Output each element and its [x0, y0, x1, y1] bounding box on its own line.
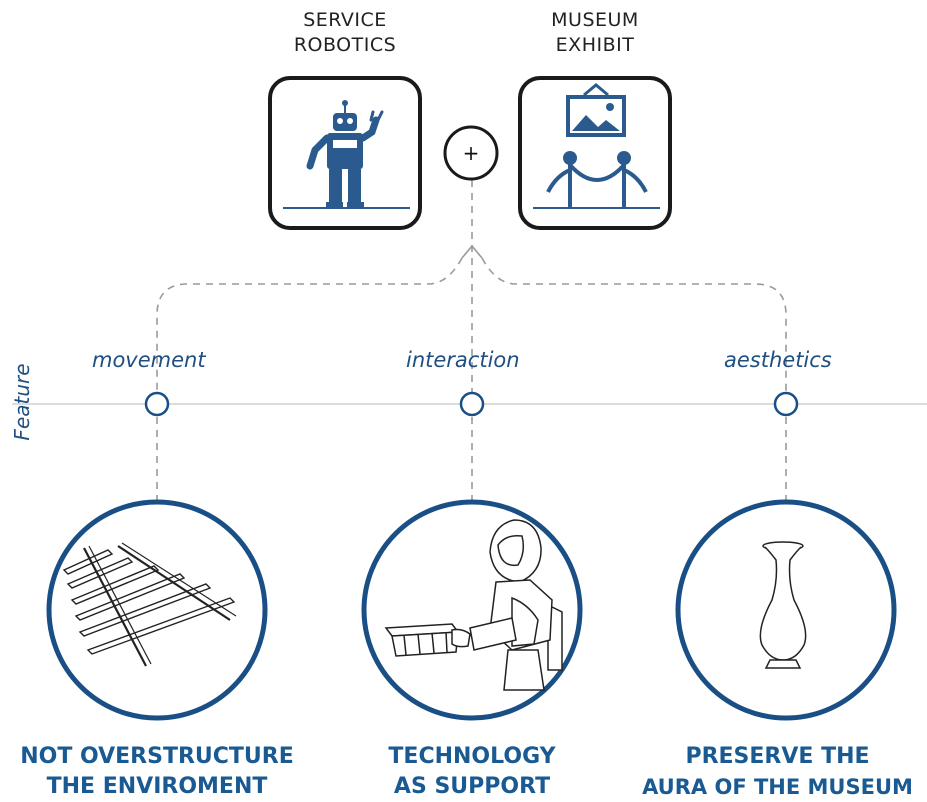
museum-exhibit-label-line2: EXHIBIT [555, 34, 635, 56]
museum-exhibit-box [518, 76, 672, 230]
service-robotics-label-line1: SERVICE [303, 9, 387, 31]
outcome-label-interaction: TECHNOLOGY AS SUPPORT [322, 742, 622, 802]
outcome-label-aesthetics: PRESERVE THE AURA OF THE MUSEUM [630, 742, 925, 802]
feature-node-interaction [459, 391, 485, 417]
service-robotics-label-line2: ROBOTICS [293, 34, 397, 56]
plus-circle [443, 125, 499, 181]
plus-symbol: + [462, 141, 480, 165]
outcome-label-aesthetics-line2: AURA OF THE MUSEUM [642, 775, 913, 799]
vase-icon [759, 541, 807, 669]
feature-label-interaction: interaction [406, 348, 520, 372]
service-robotics-label: SERVICE ROBOTICS [245, 8, 445, 58]
outcome-label-movement-line1: NOT OVERSTRUCTURE [20, 744, 294, 769]
outcome-label-interaction-line1: TECHNOLOGY [388, 744, 556, 769]
museum-exhibit-label: MUSEUM EXHIBIT [495, 8, 695, 58]
railway-tracks-icon [62, 542, 237, 667]
outcome-label-movement-line2: THE ENVIROMENT [46, 774, 268, 799]
feature-label-aesthetics: aesthetics [724, 348, 832, 372]
robot-icon [283, 100, 410, 209]
arrowhead-icon [461, 244, 483, 259]
feature-label-movement: movement [92, 348, 206, 372]
museum-exhibit-icon [533, 83, 660, 209]
feature-node-movement [144, 391, 170, 417]
outcome-label-interaction-line2: AS SUPPORT [393, 774, 551, 799]
humanoid-robot-icon [384, 519, 563, 691]
outcome-circle-movement [46, 499, 268, 721]
dashed-connectors [156, 180, 787, 500]
outcome-label-aesthetics-line1: PRESERVE THE [685, 744, 870, 769]
feature-axis-label: Feature [10, 363, 34, 441]
feature-node-aesthetics [773, 391, 799, 417]
museum-exhibit-label-line1: MUSEUM [551, 9, 639, 31]
outcome-label-movement: NOT OVERSTRUCTURE THE ENVIROMENT [7, 742, 307, 802]
